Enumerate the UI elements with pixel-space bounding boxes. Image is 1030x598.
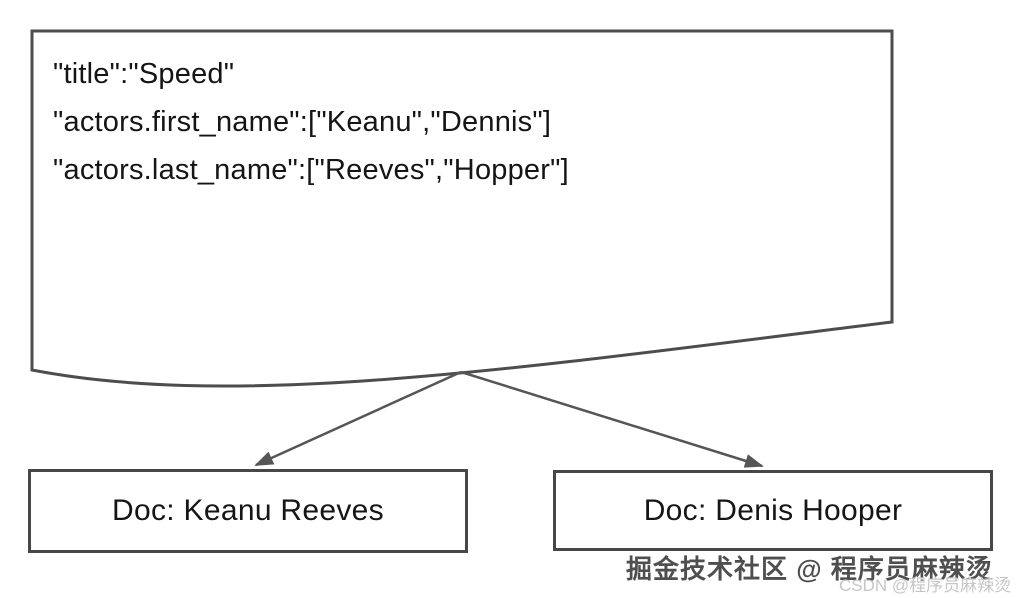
arrow-to-keanu-doc xyxy=(254,370,462,467)
arrow-to-denis-doc xyxy=(460,370,764,468)
watermark-juejin: 掘金技术社区 @ 程序员麻辣烫 xyxy=(626,554,993,584)
source-document-shape xyxy=(30,29,894,388)
doc-label-keanu-reeves: Doc: Keanu Reeves xyxy=(112,494,384,527)
source-field-first-name: "actors.first_name":["Keanu","Dennis"] xyxy=(53,106,552,138)
watermark-csdn: CSDN @程序员麻辣烫 xyxy=(839,576,1012,595)
doc-label-denis-hooper: Doc: Denis Hooper xyxy=(643,493,903,527)
doc-box-keanu-reeves: Doc: Keanu Reeves xyxy=(28,469,468,553)
doc-box-denis-hooper: Doc: Denis Hooper xyxy=(553,470,993,551)
source-field-title: "title":"Speed" xyxy=(53,58,235,90)
source-document-fields: "title":"Speed" "actors.first_name":["Ke… xyxy=(53,50,863,194)
source-field-last-name: "actors.last_name":["Reeves","Hopper"] xyxy=(53,154,569,186)
